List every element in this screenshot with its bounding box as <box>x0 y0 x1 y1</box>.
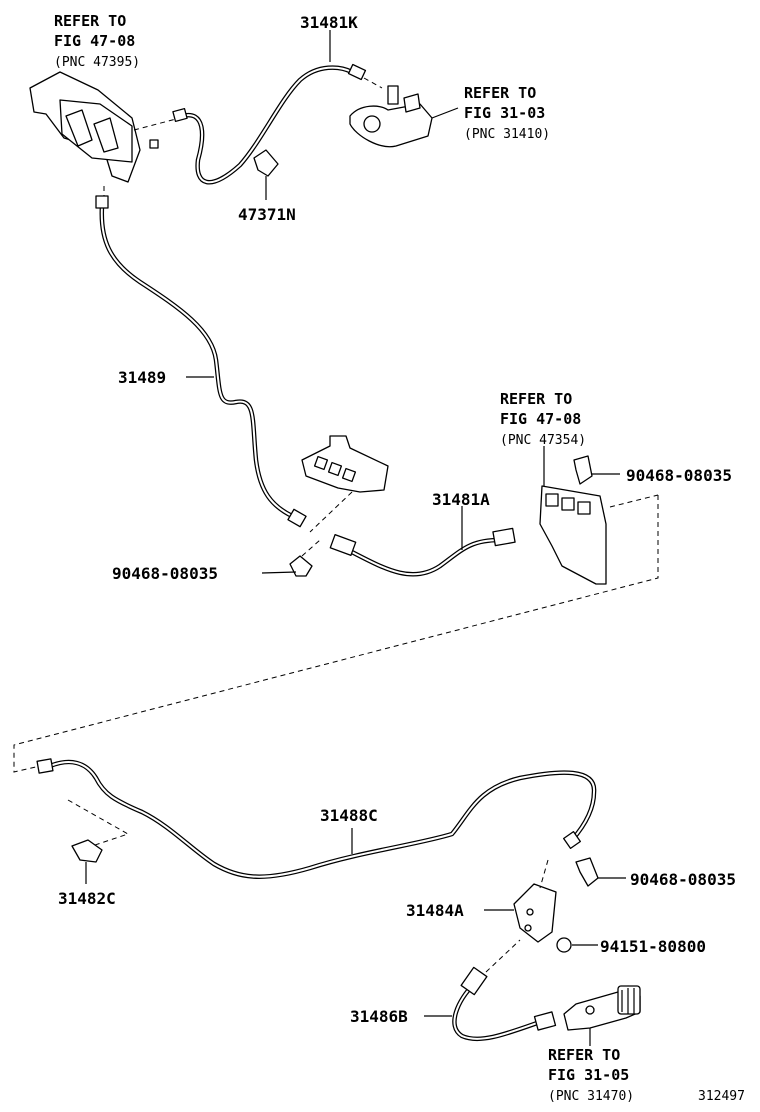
clip-90468-left <box>289 539 321 577</box>
ref-31410-line2: FIG 31-03 <box>464 104 545 122</box>
ref-47354-line3: (PNC 47354) <box>500 433 586 448</box>
clutch-release-cylinder <box>563 985 641 1046</box>
clip-47371N <box>253 149 279 200</box>
label-31482C: 31482C <box>58 889 116 908</box>
label-31481A: 31481A <box>432 490 490 509</box>
right-bracket <box>539 446 607 585</box>
label-31484A: 31484A <box>406 901 464 920</box>
ref-31470-line3: (PNC 31470) <box>548 1089 634 1104</box>
ref-label-31470: REFER TO FIG 31-05 (PNC 31470) <box>548 1046 634 1104</box>
pipe-31489 <box>95 186 307 528</box>
label-94151-80800: 94151-80800 <box>600 937 706 956</box>
figure-id: 312497 <box>698 1089 745 1104</box>
clip-90468-upper-right <box>573 455 620 485</box>
ref-47395-line3: (PNC 47395) <box>54 55 140 70</box>
clip-31482C <box>67 799 130 884</box>
label-31486B: 31486B <box>350 1007 408 1026</box>
master-cylinder-bracket <box>29 71 181 183</box>
ref-31470-line1: REFER TO <box>548 1046 620 1064</box>
hose-31481A <box>329 506 516 577</box>
ref-31410-line3: (PNC 31410) <box>464 127 550 142</box>
ref-47395-line1: REFER TO <box>54 12 126 30</box>
pipe-31488C <box>36 758 597 879</box>
ref-label-47354: REFER TO FIG 47-08 (PNC 47354) <box>500 390 586 448</box>
ref-label-47395: REFER TO FIG 47-08 (PNC 47395) <box>54 12 140 70</box>
label-90468-upper-right: 90468-08035 <box>626 466 732 485</box>
ref-47354-line1: REFER TO <box>500 390 572 408</box>
label-31488C: 31488C <box>320 806 378 825</box>
label-31481K: 31481K <box>300 13 358 32</box>
label-31489: 31489 <box>118 368 166 387</box>
clutch-master-cylinder <box>349 85 459 148</box>
pipe-31481K <box>172 63 383 185</box>
bracket-31484A <box>484 859 557 943</box>
connection-dashed-upper <box>609 494 659 508</box>
nut-94151 <box>556 937 598 953</box>
ref-31410-line1: REFER TO <box>464 84 536 102</box>
connection-dashed-frame <box>13 495 659 773</box>
ref-47395-line2: FIG 47-08 <box>54 32 135 50</box>
label-47371N: 47371N <box>238 205 296 224</box>
label-90468-left: 90468-08035 <box>112 564 218 583</box>
label-90468-lower-right: 90468-08035 <box>630 870 736 889</box>
ref-31470-line2: FIG 31-05 <box>548 1066 629 1084</box>
mid-bracket <box>301 435 389 533</box>
hose-31486B <box>424 939 557 1042</box>
ref-label-31410: REFER TO FIG 31-03 (PNC 31410) <box>464 84 550 142</box>
ref-47354-line2: FIG 47-08 <box>500 410 581 428</box>
clip-90468-lower-right <box>575 857 626 887</box>
